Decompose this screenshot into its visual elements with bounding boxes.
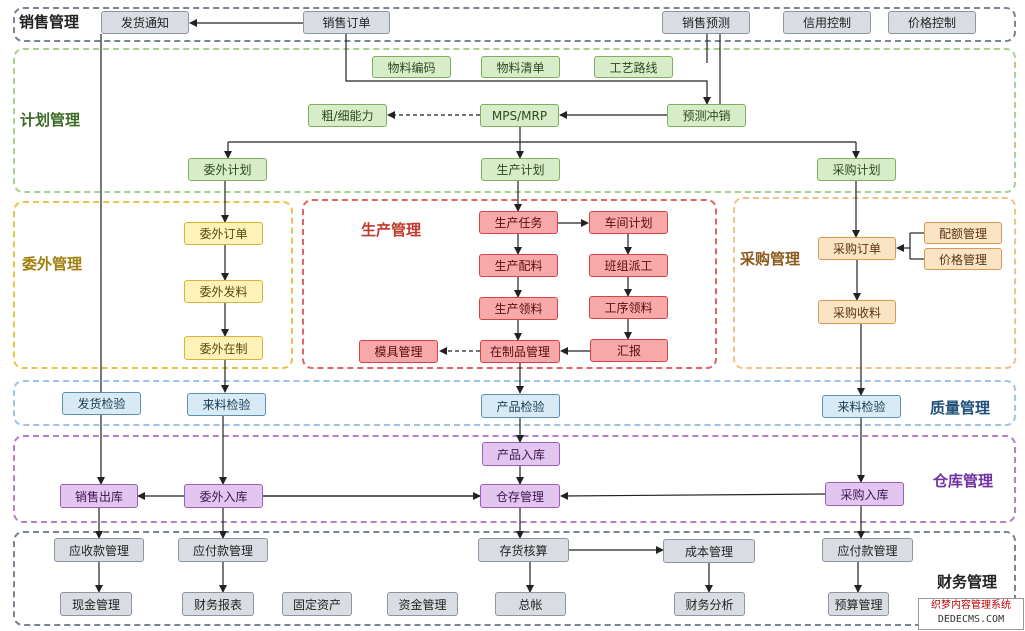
- zone-quality: [13, 380, 1016, 426]
- node-inventory-accounting[interactable]: 存货核算: [478, 538, 569, 562]
- watermark-line2: DEDECMS.COM: [937, 614, 1005, 625]
- zone-sales: [13, 7, 1016, 42]
- node-outsource-wip[interactable]: 委外在制: [184, 336, 263, 360]
- node-capacity[interactable]: 粗/细能力: [308, 104, 387, 127]
- node-outsource-stockin[interactable]: 委外入库: [184, 484, 263, 508]
- node-sales-order[interactable]: 销售订单: [303, 11, 390, 34]
- node-purchase-stockin[interactable]: 采购入库: [825, 482, 904, 506]
- zone-production: [302, 199, 717, 369]
- node-cash-mgmt[interactable]: 现金管理: [60, 592, 132, 616]
- node-delivery-inspection[interactable]: 发货检验: [62, 392, 141, 415]
- zone-label-plan: 计划管理: [20, 111, 81, 129]
- node-general-ledger[interactable]: 总帐: [495, 592, 566, 616]
- zone-warehouse: [13, 435, 1016, 523]
- zone-outsource: [13, 201, 293, 369]
- zone-label-finance: 财务管理: [937, 573, 998, 591]
- node-payables-2[interactable]: 应付款管理: [822, 538, 913, 562]
- zone-label-sales: 销售管理: [19, 13, 80, 31]
- node-delivery-notice[interactable]: 发货通知: [101, 11, 189, 34]
- node-price-control[interactable]: 价格控制: [888, 11, 976, 34]
- watermark: 织梦内容管理系统 DEDECMS.COM: [918, 598, 1024, 630]
- node-process-picking[interactable]: 工序领料: [589, 296, 668, 319]
- node-product-inspection[interactable]: 产品检验: [481, 394, 560, 418]
- watermark-line1: 织梦内容管理系统: [931, 600, 1011, 611]
- zone-label-warehouse: 仓库管理: [933, 472, 994, 490]
- node-production-plan[interactable]: 生产计划: [481, 158, 560, 181]
- node-production-kitting[interactable]: 生产配料: [479, 254, 558, 277]
- node-payables[interactable]: 应付款管理: [178, 538, 268, 562]
- node-product-stockin[interactable]: 产品入库: [482, 442, 560, 466]
- node-outsource-issue[interactable]: 委外发料: [184, 280, 263, 303]
- node-outsource-order[interactable]: 委外订单: [184, 222, 263, 245]
- node-credit-control[interactable]: 信用控制: [783, 11, 871, 34]
- node-routing[interactable]: 工艺路线: [594, 56, 673, 78]
- node-production-picking[interactable]: 生产领料: [479, 297, 558, 320]
- node-fund-mgmt[interactable]: 资金管理: [387, 592, 458, 616]
- node-workshop-plan[interactable]: 车间计划: [589, 211, 668, 234]
- node-warehouse-mgmt[interactable]: 仓存管理: [480, 484, 560, 508]
- node-material-code[interactable]: 物料编码: [372, 56, 451, 78]
- node-cost-mgmt[interactable]: 成本管理: [663, 539, 755, 563]
- node-team-dispatch[interactable]: 班组派工: [589, 254, 668, 277]
- node-mold-mgmt[interactable]: 模具管理: [359, 340, 438, 363]
- node-quota-mgmt[interactable]: 配额管理: [924, 222, 1002, 244]
- node-production-task[interactable]: 生产任务: [479, 211, 558, 234]
- node-purchase-order[interactable]: 采购订单: [818, 237, 896, 260]
- zone-label-purchase: 采购管理: [740, 250, 801, 268]
- node-outsource-plan[interactable]: 委外计划: [188, 158, 267, 181]
- node-receivables[interactable]: 应收款管理: [54, 538, 144, 562]
- zone-label-outsource: 委外管理: [22, 255, 83, 273]
- node-forecast-offset[interactable]: 预测冲销: [667, 104, 746, 127]
- zone-label-production: 生产管理: [361, 221, 422, 239]
- node-fixed-assets[interactable]: 固定资产: [282, 592, 352, 616]
- node-incoming-inspection[interactable]: 来料检验: [187, 393, 266, 416]
- node-budget-mgmt[interactable]: 预算管理: [828, 592, 889, 616]
- node-price-mgmt[interactable]: 价格管理: [924, 248, 1002, 270]
- node-report[interactable]: 汇报: [590, 339, 668, 362]
- zone-plan: [13, 48, 1016, 193]
- node-purchase-receipt[interactable]: 采购收料: [818, 300, 896, 324]
- zone-label-quality: 质量管理: [930, 399, 991, 417]
- node-financial-reports[interactable]: 财务报表: [182, 592, 254, 616]
- zone-finance: [13, 531, 1016, 626]
- zone-purchase: [733, 197, 1016, 369]
- node-purchase-plan[interactable]: 采购计划: [817, 158, 896, 181]
- node-sales-outbound[interactable]: 销售出库: [60, 484, 138, 508]
- node-sales-forecast[interactable]: 销售预测: [662, 11, 750, 34]
- node-incoming-inspection-2[interactable]: 来料检验: [822, 395, 901, 418]
- node-financial-analysis[interactable]: 财务分析: [674, 592, 745, 616]
- node-mps-mrp[interactable]: MPS/MRP: [480, 104, 559, 127]
- node-wip-mgmt[interactable]: 在制品管理: [480, 340, 560, 363]
- node-bom[interactable]: 物料清单: [481, 56, 560, 78]
